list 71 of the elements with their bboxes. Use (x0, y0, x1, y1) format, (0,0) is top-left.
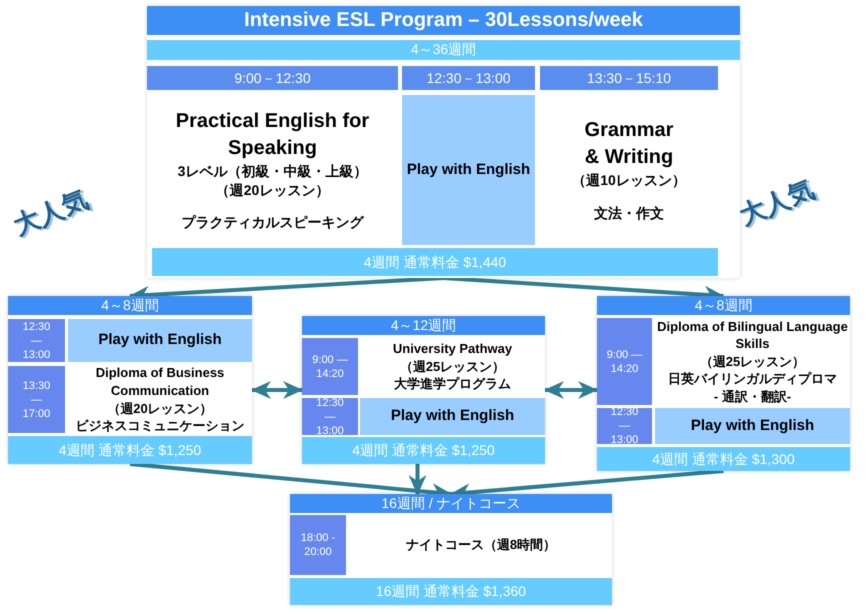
duration-bar: 4～8週間 (597, 296, 850, 315)
course-title: Practical English for Speaking (174, 108, 370, 161)
course-panel (147, 6, 740, 278)
price-bar (290, 578, 612, 605)
popular-badge-text: 大人気 (734, 173, 820, 234)
course-title: Diploma of Bilingual Language Skills (656, 318, 849, 353)
activity-box (68, 319, 252, 362)
course-note: プラクティカルスピーキング (182, 213, 364, 232)
course-title: Play with English (98, 330, 222, 350)
course-title: 4週間 通常料金 $1,250 (352, 441, 495, 460)
course-note: （週10レッスン） (572, 171, 686, 190)
time-bar (147, 66, 398, 90)
course-title: 4週間 通常料金 $1,250 (58, 440, 202, 460)
double-arrow (544, 381, 598, 399)
course-title: 4週間 通常料金 $1,300 (652, 450, 795, 468)
activity-box (402, 95, 535, 245)
price-bar (152, 248, 718, 276)
course-title: ナイトコース（週8時間） (406, 536, 556, 554)
time-slot (302, 398, 358, 435)
course-title: 18:00 - 20:00 (300, 531, 336, 559)
course-note: （週20レッスン） (107, 400, 213, 418)
duration-bar: 4～12週間 (302, 316, 545, 335)
course-title: 12:30 — 13:00 (315, 396, 345, 438)
course-title: 12:30 — 13:00 (22, 320, 52, 362)
course-note: （週25レッスン） (400, 358, 506, 376)
course-title: Play with English (390, 406, 514, 426)
price-bar (597, 447, 850, 471)
course-title: 4週間 通常料金 $1,440 (364, 252, 506, 272)
duration-bar: 16週間 / ナイトコース (290, 494, 612, 513)
time-slot (302, 338, 358, 395)
course-note: - 通訳・翻訳- (714, 388, 792, 406)
course-title: 9:00－12:30 (234, 68, 311, 88)
course-panel (290, 494, 612, 605)
course-panel (8, 296, 252, 464)
course-panel (597, 296, 850, 471)
course-title: Diploma of Business Communication (94, 364, 226, 400)
course-title: 9:00 — 14:20 (311, 352, 349, 380)
course-panel (302, 316, 545, 464)
course-title: 12:30－13:00 (426, 68, 511, 88)
price-bar (8, 436, 252, 464)
double-arrow (251, 381, 303, 399)
double-arrow (408, 464, 426, 495)
course-note: 大学進学プログラム (394, 375, 511, 393)
popular-badge-text: 大人気 (8, 183, 94, 244)
title-bar: Intensive ESL Program – 30Lessons/week (147, 6, 740, 35)
time-slot (8, 366, 65, 433)
course-note: 文法・作文 (594, 204, 664, 223)
activity-box (655, 408, 850, 444)
time-bar (540, 66, 718, 90)
activity-box (360, 398, 545, 435)
course-title: 9:00 — 14:20 (606, 348, 644, 376)
course-note: （週20レッスン） (216, 180, 330, 200)
course-title: Play with English (406, 160, 530, 180)
course-title: Grammar & Writing (584, 118, 674, 170)
price-bar (302, 437, 545, 464)
course-title: 16週間 通常料金 $1,360 (376, 582, 526, 601)
course-note: 日英バイリンガルディプロマ (668, 370, 837, 388)
time-slot (8, 319, 65, 362)
time-slot (597, 318, 652, 405)
duration-bar: 4～8週間 (8, 296, 252, 315)
time-slot (597, 408, 652, 444)
course-title: Play with English (690, 416, 814, 436)
course-title: University Pathway (392, 340, 512, 358)
duration-bar: 4～36週間 (147, 40, 740, 60)
course-note: 3レベル（初級・中級・上級） (178, 162, 368, 181)
time-slot (290, 515, 346, 575)
time-bar (402, 66, 535, 90)
course-note: （週25レッスン） (700, 352, 806, 370)
course-note: ビジネスコミュニケーション (76, 417, 244, 435)
course-title: 13:30 — 17:00 (22, 378, 52, 420)
course-title: 13:30－15:10 (586, 68, 672, 88)
